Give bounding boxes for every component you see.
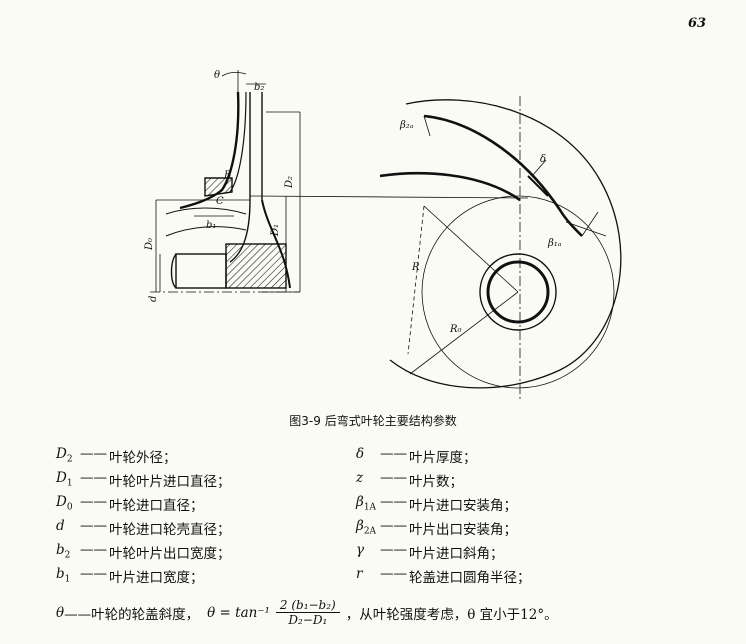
definition-right: γ ——叶片进口斜角； [356, 542, 504, 562]
label-D0: D₀ [144, 238, 155, 251]
definition-symbol: γ [356, 542, 365, 558]
definition-right: β1A——叶片进口安装角； [356, 494, 517, 514]
impeller-figure: θ b₂ B C b₁ D₂ D₁ D₀ d β₂ₐ δ β₁ₐ R R₀ [144, 70, 622, 400]
definition-symbol: d [56, 518, 65, 534]
label-D2: D₂ [284, 176, 295, 189]
definitions-list: D2——叶轮外径；δ——叶片厚度；D1——叶轮叶片进口直径；z——叶片数；D0—… [56, 444, 716, 588]
label-beta2A: β₂ₐ [399, 120, 414, 131]
label-C: C [216, 196, 224, 207]
label-R: R [411, 262, 420, 273]
label-B: B [223, 170, 231, 181]
definition-dash: —— [80, 494, 107, 510]
definition-symbol: D2 [56, 446, 73, 465]
definition-dash: —— [380, 518, 407, 534]
definition-dash: —— [80, 446, 107, 462]
definition-dash: —— [380, 494, 407, 510]
front-view [379, 96, 622, 400]
label-beta1A: β₁ₐ [547, 238, 562, 249]
definition-text: 叶轮进口轮壳直径； [109, 522, 231, 538]
label-D1: D₁ [270, 224, 281, 237]
definition-text: 叶轮叶片进口直径； [109, 474, 231, 490]
formula-tail: ，从叶轮强度考虑，θ 宜小于12°。 [345, 606, 558, 623]
definition-left: D2 ——叶轮外径； [56, 446, 302, 466]
definition-left: b2 ——叶轮叶片出口宽度； [56, 542, 302, 562]
formula-desc: ——叶轮的轮盖斜度， [64, 606, 200, 623]
definition-dash: —— [380, 566, 407, 582]
label-b1: b₁ [206, 220, 216, 231]
definition-dash: —— [80, 542, 107, 558]
definition-right: β2A——叶片出口安装角； [356, 518, 517, 538]
definition-right: z ——叶片数； [356, 470, 463, 490]
definition-dash: —— [380, 446, 407, 462]
definition-symbol: δ [356, 446, 365, 462]
definition-left: D0 ——叶轮进口直径； [56, 494, 302, 514]
definition-text: 叶轮进口直径； [109, 498, 204, 514]
definition-dash: —— [80, 518, 107, 534]
definition-dash: —— [80, 566, 107, 582]
definition-left: D1 ——叶轮叶片进口直径； [56, 470, 302, 490]
label-d: d [148, 296, 159, 302]
page-number: 63 [688, 16, 707, 31]
figure-caption: 图3-9 后弯式叶轮主要结构参数 [289, 414, 457, 428]
definition-left: b1 ——叶片进口宽度； [56, 566, 302, 586]
definition-right: r ——轮盖进口圆角半径； [356, 566, 531, 586]
definition-text: 叶片厚度； [409, 450, 477, 466]
definition-row: b2——叶轮叶片出口宽度；γ——叶片进口斜角； [56, 540, 716, 564]
definition-right: δ ——叶片厚度； [356, 446, 477, 466]
definition-text: 叶片数； [409, 474, 463, 490]
definition-symbol: β2A [356, 518, 377, 537]
figure-labels: θ b₂ B C b₁ D₂ D₁ D₀ d β₂ₐ δ β₁ₐ R R₀ [144, 70, 562, 335]
formula-numerator: 2 (b₁−b₂) [275, 598, 340, 613]
formula-symbol: θ [56, 604, 65, 621]
definition-row: D1——叶轮叶片进口直径；z——叶片数； [56, 468, 716, 492]
label-b2: b₂ [254, 82, 264, 93]
definition-symbol: D1 [56, 470, 73, 489]
definition-dash: —— [380, 542, 407, 558]
definition-row: b1——叶片进口宽度；r——轮盖进口圆角半径； [56, 564, 716, 588]
definition-text: 轮盖进口圆角半径； [409, 570, 531, 586]
definition-symbol: b2 [56, 542, 71, 561]
definition-row: d——叶轮进口轮壳直径；β2A——叶片出口安装角； [56, 516, 716, 540]
definition-symbol: z [356, 470, 364, 486]
formula-lhs: θ = tan⁻¹ [207, 604, 270, 621]
definition-dash: —— [80, 470, 107, 486]
definition-row: D0——叶轮进口直径；β1A——叶片进口安装角； [56, 492, 716, 516]
label-theta: θ [214, 70, 220, 81]
definition-row: D2——叶轮外径；δ——叶片厚度； [56, 444, 716, 468]
definition-text: 叶轮叶片出口宽度； [109, 546, 231, 562]
definition-text: 叶片出口安装角； [409, 522, 517, 538]
definition-symbol: D0 [56, 494, 73, 513]
definition-text: 叶片进口斜角； [409, 546, 504, 562]
label-R0: R₀ [449, 324, 462, 335]
formula-line: θ ——叶轮的轮盖斜度， θ = tan⁻¹ 2 (b₁−b₂) D₂−D₁ ，… [56, 598, 558, 627]
definition-dash: —— [380, 470, 407, 486]
definition-symbol: b1 [56, 566, 71, 585]
definition-symbol: β1A [356, 494, 377, 513]
meridional-section [150, 70, 529, 293]
definition-text: 叶片进口安装角； [409, 498, 517, 514]
formula-denominator: D₂−D₁ [288, 613, 328, 627]
definition-text: 叶片进口宽度； [109, 570, 204, 586]
definition-left: d ——叶轮进口轮壳直径； [56, 518, 302, 538]
formula-fraction: 2 (b₁−b₂) D₂−D₁ [275, 598, 340, 627]
definition-text: 叶轮外径； [109, 450, 177, 466]
definition-symbol: r [356, 566, 363, 582]
label-delta: δ [540, 154, 546, 165]
